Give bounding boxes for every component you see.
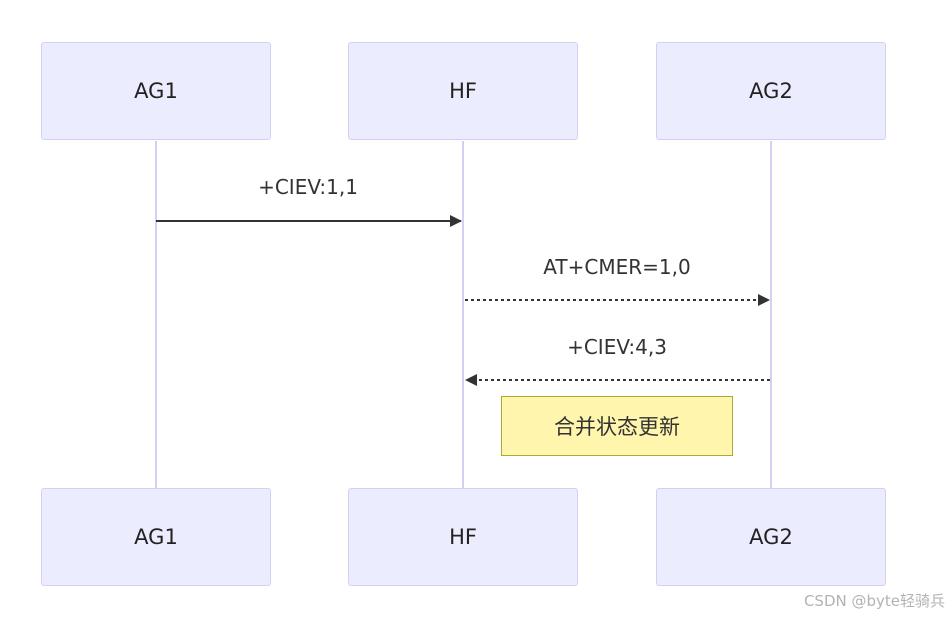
message-label-3: +CIEV:4,3 (567, 335, 667, 359)
message-label-2: AT+CMER=1,0 (543, 255, 691, 279)
actor-ag2-bottom: AG2 (656, 488, 886, 586)
actor-label: AG2 (749, 79, 793, 103)
actor-ag1-bottom: AG1 (41, 488, 271, 586)
actor-label: HF (449, 79, 477, 103)
actor-hf-bottom: HF (348, 488, 578, 586)
note-box: 合并状态更新 (501, 396, 733, 456)
message-label-1: +CIEV:1,1 (258, 175, 358, 199)
actor-ag2-top: AG2 (656, 42, 886, 140)
actor-ag1-top: AG1 (41, 42, 271, 140)
actor-label: AG2 (749, 525, 793, 549)
watermark: CSDN @byte轻骑兵 (803, 592, 945, 610)
actor-label: AG1 (134, 525, 178, 549)
note-text: 合并状态更新 (554, 415, 680, 439)
actor-label: AG1 (134, 79, 178, 103)
actor-label: HF (449, 525, 477, 549)
actor-hf-top: HF (348, 42, 578, 140)
